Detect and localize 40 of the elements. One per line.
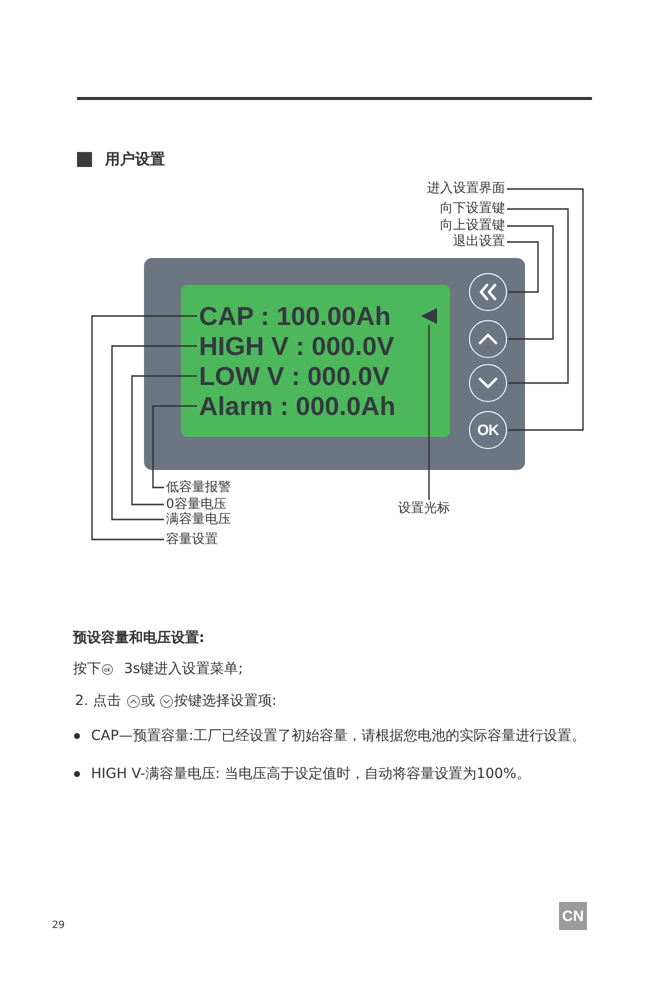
page-number: 29	[52, 919, 65, 933]
down-button	[469, 364, 507, 402]
leader-line	[507, 241, 539, 293]
callout-label: 低容量报警	[166, 480, 231, 495]
triangle-cursor-icon	[421, 308, 437, 324]
list-item-text: HIGH V-满容量电压: 当电压高于设定值时，自动将容量设置为100%。	[91, 765, 530, 783]
leader-line	[507, 208, 569, 384]
lcd-screen	[181, 285, 450, 437]
instruction-text: 3s键进入设置菜单;	[124, 660, 243, 678]
instruction-text: 或	[140, 692, 155, 710]
leader-line	[111, 345, 197, 520]
leader-line	[91, 315, 197, 540]
leader-line	[507, 188, 584, 431]
callout-label: 向上设置键	[440, 218, 505, 234]
instruction-text: 按下	[73, 660, 101, 678]
instruction-text: 按键选择设置项:	[174, 692, 277, 710]
callout-label: 容量设置	[166, 532, 218, 547]
screen-readout: CAP : 100.00Ah	[199, 302, 391, 330]
device-panel	[144, 258, 525, 470]
leader-line	[152, 405, 197, 488]
callout-label: 向下设置键	[440, 201, 505, 217]
leader-line	[428, 325, 430, 500]
leader-line	[131, 375, 197, 506]
callout-label: 满容量电压	[166, 512, 231, 527]
language-badge: CN	[559, 902, 587, 930]
screen-readout: LOW V : 000.0V	[199, 362, 390, 390]
callout-label: 设置光标	[398, 501, 450, 517]
callout-label: 0容量电压	[166, 497, 226, 512]
up-button	[469, 320, 507, 358]
callout-label: 进入设置界面	[427, 181, 505, 197]
callout-label: 退出设置	[453, 234, 505, 250]
screen-readout: Alarm : 000.0Ah	[199, 392, 396, 420]
subheading: 预设容量和电压设置:	[73, 629, 205, 647]
instruction-text: 2. 点击	[75, 692, 121, 710]
leader-line	[507, 225, 554, 340]
back-button	[469, 273, 507, 311]
list-item-text: CAP—预置容量:工厂已经设置了初始容量，请根据您电池的实际容量进行设置。	[91, 727, 586, 745]
screen-readout: HIGH V : 000.0V	[199, 332, 394, 360]
section-heading: 用户设置	[105, 150, 165, 168]
ok-button: OK	[469, 411, 507, 449]
